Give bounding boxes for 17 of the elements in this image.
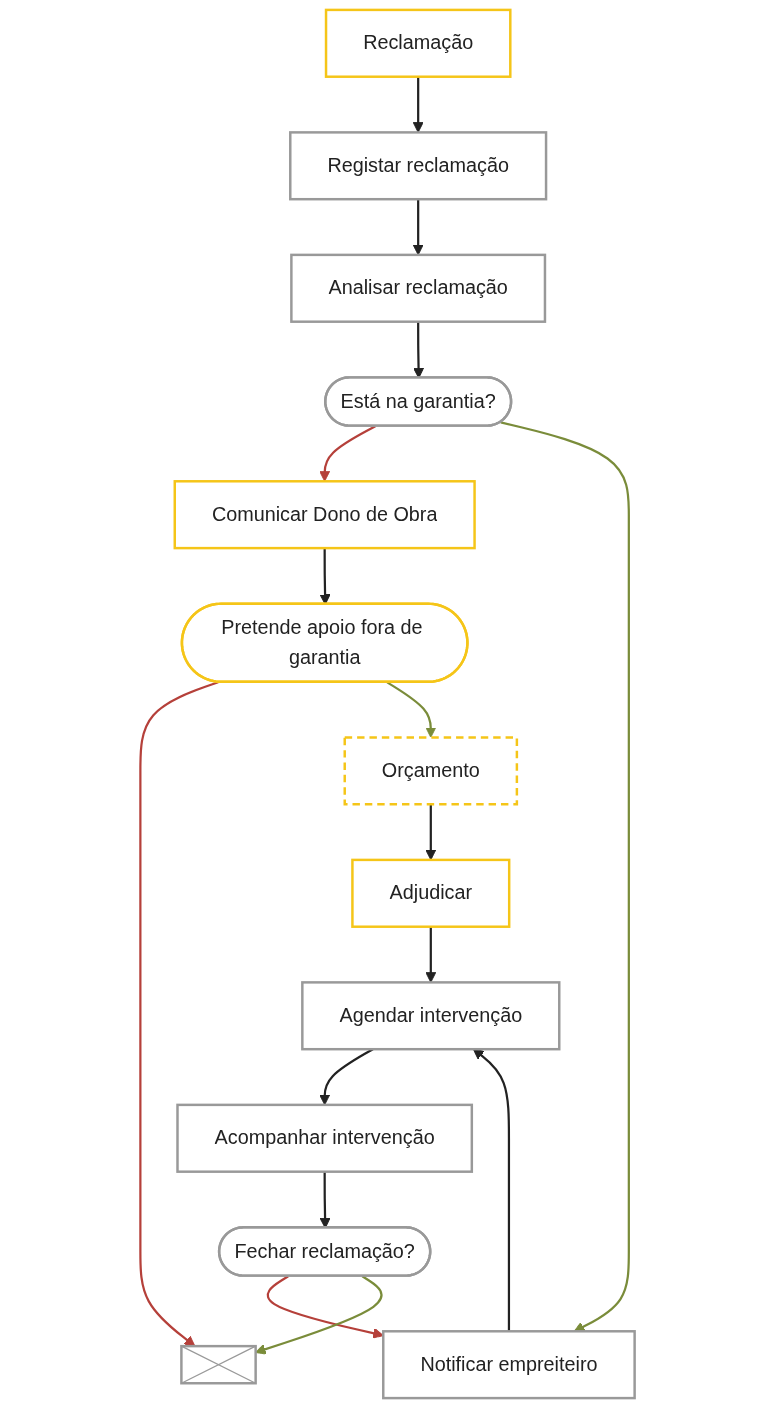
node-box: Acompanhar intervenção [176, 1103, 474, 1173]
arrow [139, 681, 219, 1347]
node-box: Agendar intervenção [301, 981, 561, 1051]
node-box: Reclamação [324, 8, 512, 78]
arrow [412, 76, 424, 133]
node-box: Notificar empreiteiro [382, 1330, 636, 1400]
node-box: Adjudicar [351, 858, 511, 928]
node-box: Registar reclamação [289, 131, 548, 201]
arrow [266, 1275, 384, 1339]
arrow [255, 1275, 383, 1355]
arrow [319, 425, 376, 482]
node-box: Orçamento [343, 736, 519, 806]
arrow [386, 681, 437, 738]
arrow [500, 421, 630, 1332]
node-box: Comunicar Dono de Obra [173, 480, 476, 550]
arrow [425, 926, 437, 983]
node-box: Analisar reclamação [290, 253, 547, 323]
